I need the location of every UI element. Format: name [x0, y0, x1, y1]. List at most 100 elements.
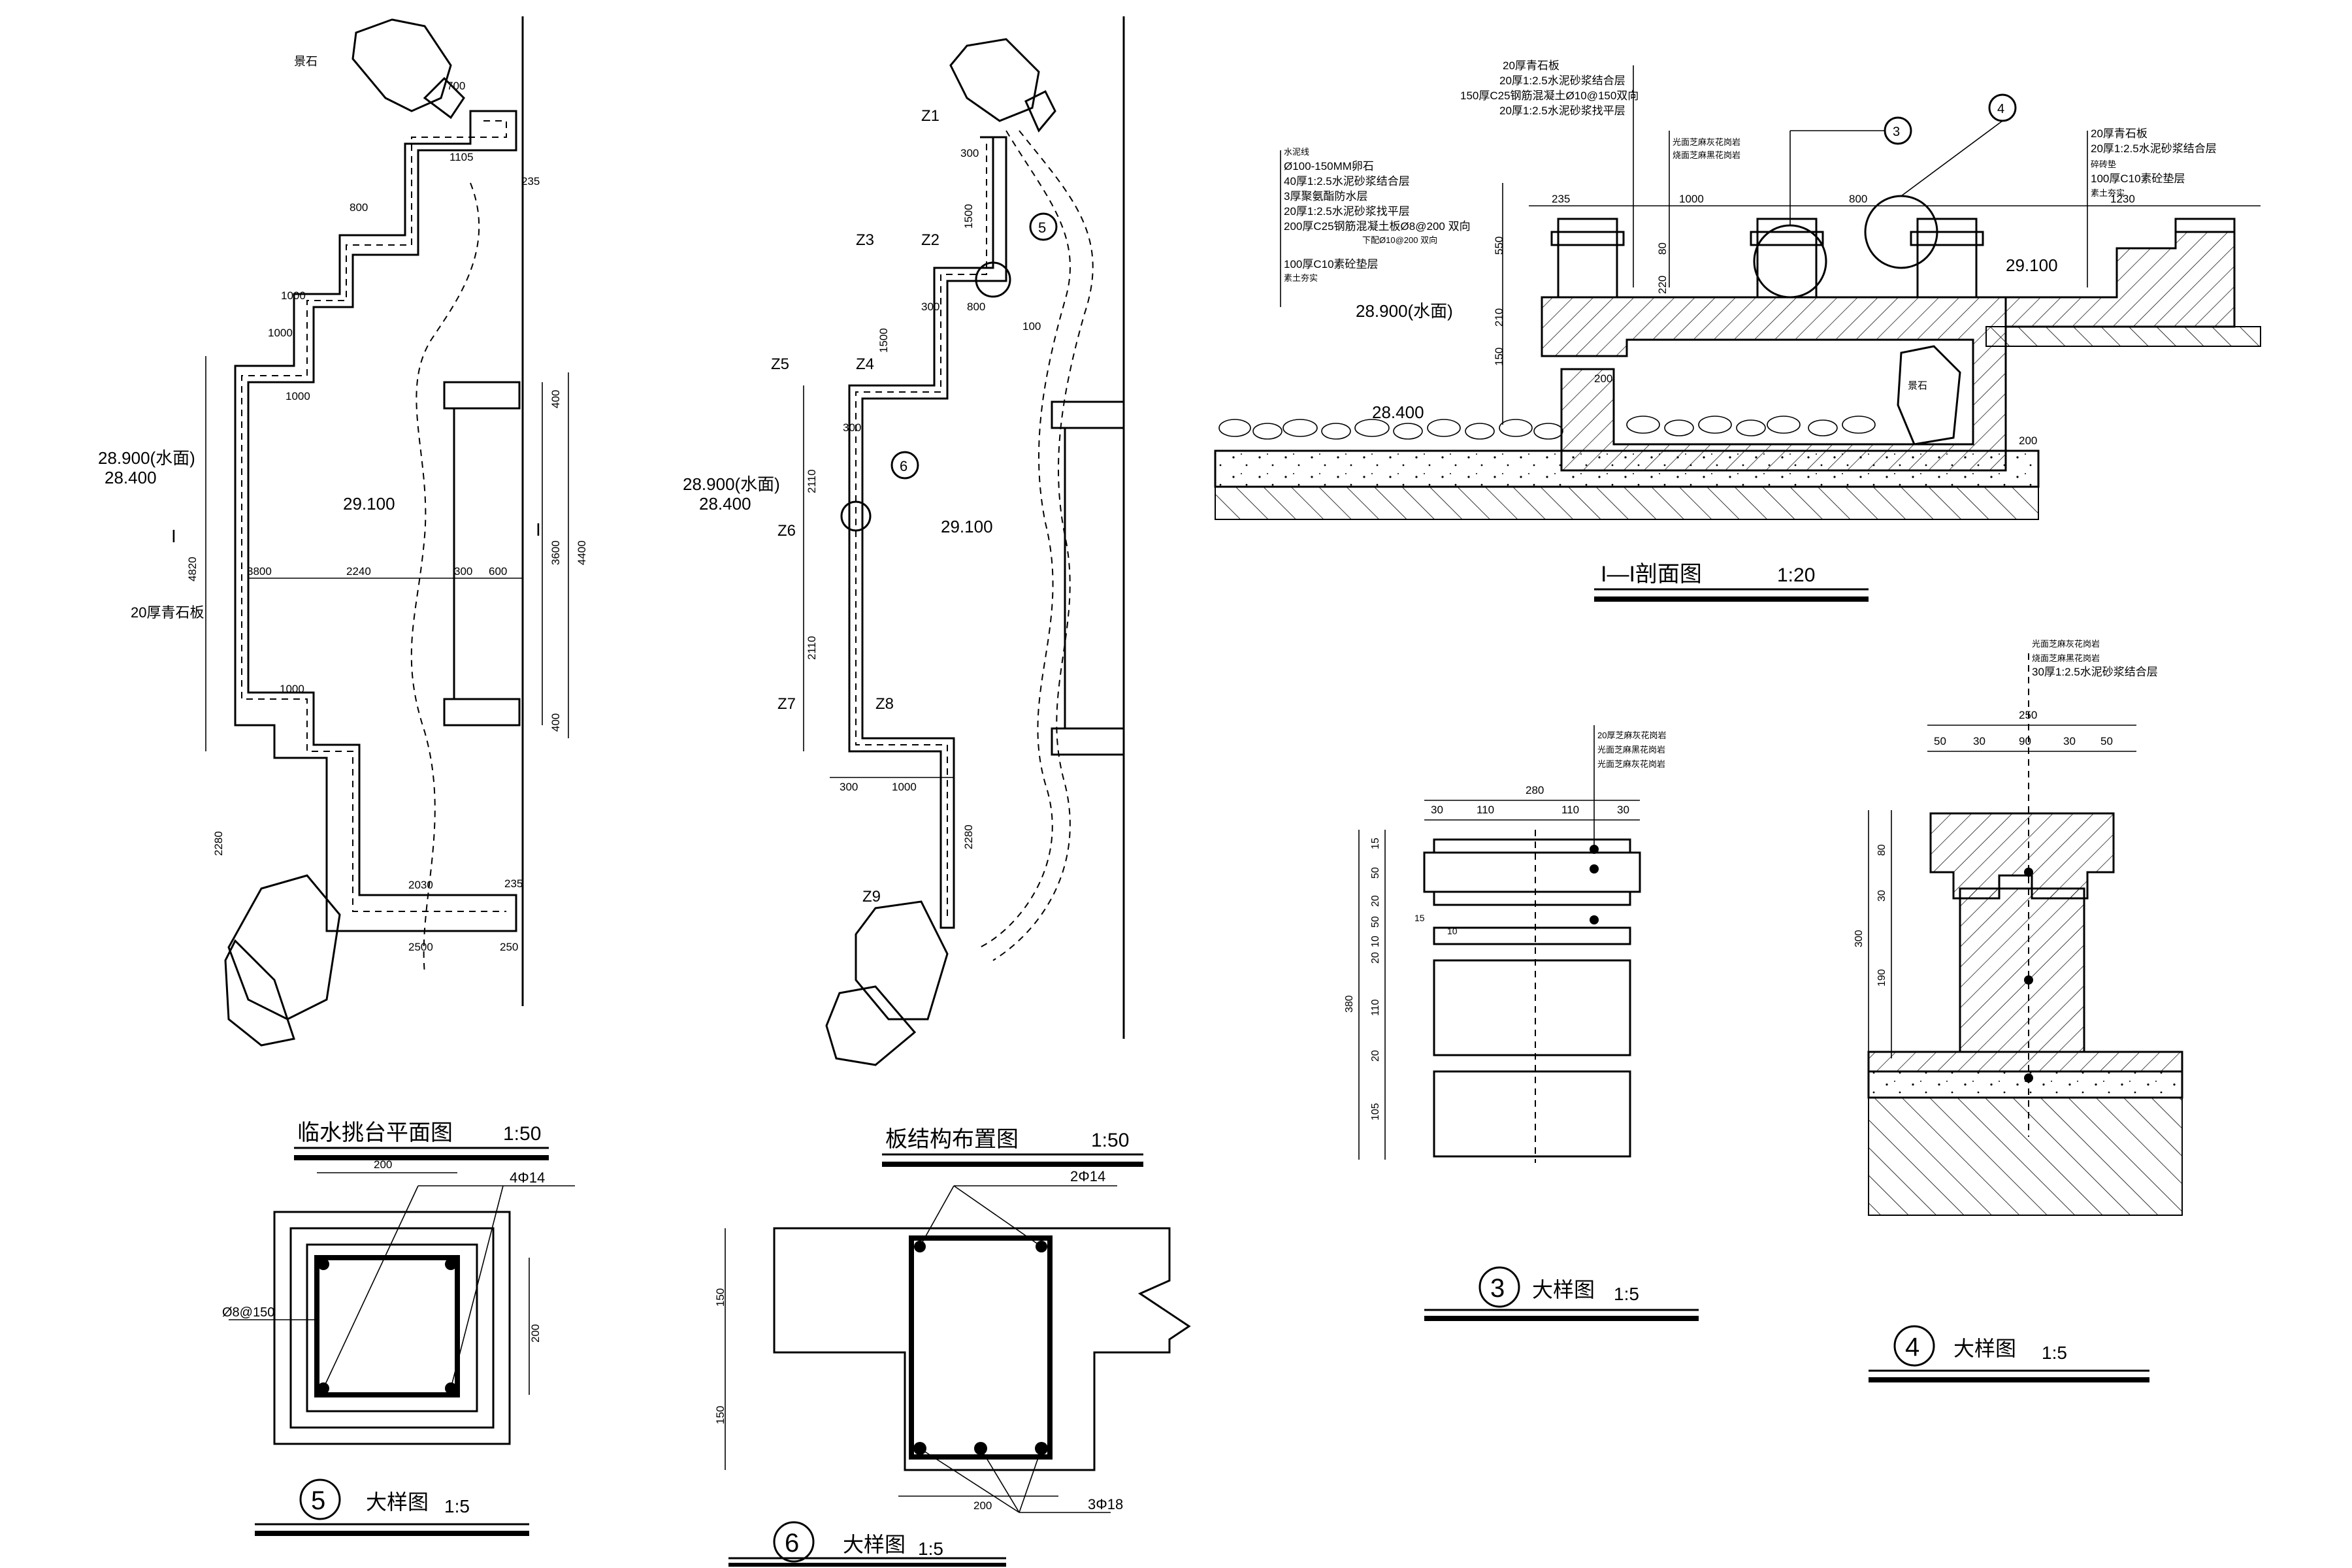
detail3-scale: 1:5: [1614, 1284, 1639, 1304]
note-text: 素土夯实: [2091, 188, 2125, 198]
plan-deck-dashed: [241, 120, 507, 912]
detail4-dot: [2024, 1073, 2033, 1083]
section-dim-top: 1000: [1679, 193, 1704, 205]
detail-6: 200 150 150 2Φ14 3Φ18 6 大样图 1:5: [714, 1168, 1191, 1567]
detail-4: 光面芝麻灰花岗岩 烧面芝麻黑花岗岩 30厚1:2.5水泥砂浆结合层 250 50…: [1854, 639, 2183, 1382]
detail3-top: [1433, 838, 1631, 854]
detail6-leader-top: [919, 1185, 955, 1247]
detail5-leader: [323, 1185, 419, 1389]
note-text: 20厚芝麻灰花岗岩: [1597, 730, 1666, 740]
detail6-dim-h2: 150: [714, 1406, 727, 1424]
detail5-scale: 1:5: [444, 1496, 470, 1516]
note-text: 20厚1:2.5水泥砂浆结合层: [1499, 74, 1625, 87]
detail6-rebar-bot: 3Φ18: [1088, 1496, 1123, 1512]
section-dim-side: 200: [1594, 372, 1612, 385]
detail3-band: [1433, 890, 1631, 906]
slab-title: 板结构布置图: [885, 1127, 1019, 1152]
section-stone-icon: [1897, 345, 1961, 446]
section-level-water: 28.900(水面): [1356, 301, 1453, 321]
plan-deck-outline: [234, 110, 517, 932]
detail4-dim-top: 30: [1973, 735, 1985, 747]
slab-label-z6: Z6: [777, 522, 796, 540]
detail4-column: [1959, 887, 2085, 1053]
detail5-number: 5: [311, 1486, 325, 1515]
section-slab-structure: [1541, 296, 2007, 472]
slab-level-water: 28.900(水面): [683, 474, 780, 494]
detail4-dim-top: 90: [2019, 735, 2031, 747]
detail4-number: 4: [1905, 1333, 1919, 1362]
detail5-number-circle: [299, 1478, 341, 1520]
plan-view: 景石 700 1105 235 800 1000 1000 1000 4820 …: [98, 16, 588, 1160]
detail5-dim-h: 200: [529, 1324, 542, 1343]
detail3-dim-side: 20: [1370, 895, 1381, 907]
note-text: 100厚C10素砼垫层: [1284, 258, 1379, 270]
section-ground-left: [1215, 486, 2039, 520]
slab-label-z7: Z7: [777, 695, 796, 713]
detail3-dim-small: 15: [1414, 913, 1425, 923]
detail6-leader-bot-3: [1019, 1448, 1042, 1513]
detail5-outer: [273, 1211, 511, 1445]
detail4-dim-side: 300: [1854, 930, 1865, 947]
section-dim-side: 210: [1493, 308, 1505, 327]
note-text: 20厚青石板: [1503, 59, 1560, 72]
plan-dim: 2240: [346, 565, 371, 578]
section-dim-top: 800: [1849, 193, 1867, 205]
detail3-dim-side: 15: [1370, 838, 1381, 849]
plan-dim: 800: [350, 201, 368, 214]
detail3-number: 3: [1490, 1274, 1505, 1303]
slab-step-bottom: [1051, 727, 1125, 756]
detail3-dim-side: 20: [1370, 952, 1381, 964]
section-dim-side: 550: [1493, 237, 1505, 255]
note-text: 40厚1:2.5水泥砂浆结合层: [1284, 175, 1410, 188]
section-dim-side: 80: [1656, 242, 1669, 255]
plan-level-deck: 29.100: [343, 494, 395, 514]
stone-bottom-icon: [224, 874, 341, 1047]
plan-dim: 400: [549, 390, 562, 408]
section-dim-top: 1230: [2110, 193, 2135, 205]
note-text: 3厚聚氨酯防水层: [1284, 190, 1367, 203]
detail3-dim-small: 10: [1447, 926, 1458, 936]
detail6-leader-bot-2: [980, 1448, 1020, 1513]
detail-3: 20厚芝麻灰花岗岩 光面芝麻黑花岗岩 光面芝麻灰花岗岩 280 30 110 1…: [1344, 725, 1699, 1321]
note-text: 光面芝麻黑花岗岩: [1597, 745, 1665, 755]
leader-4: [1901, 120, 2003, 197]
pebble-layer: [1218, 416, 1876, 440]
section-view: 3 4 235 1000 800 1230 550 210 150 80 220…: [1214, 59, 2261, 602]
slab-dim: 300: [843, 421, 861, 434]
detail3-dot: [1590, 864, 1599, 874]
slab-label-z5: Z5: [771, 355, 789, 373]
detail4-ground: [1868, 1097, 2183, 1216]
stone-top-icon: [351, 18, 465, 120]
section-scale: 1:20: [1777, 564, 1815, 586]
slab-label-z1: Z1: [921, 107, 939, 125]
note-text: 水泥线: [1284, 147, 1309, 157]
note-text: 光面芝麻灰花岗岩: [1673, 137, 1740, 147]
plan-title: 临水挑台平面图: [297, 1120, 453, 1145]
detail4-number-circle: [1893, 1325, 1935, 1367]
slab-label-z4: Z4: [856, 355, 874, 373]
plan-level-low: 28.400: [105, 468, 157, 487]
note-text: 20厚1:2.5水泥砂浆找平层: [1499, 105, 1625, 117]
detail3-dim-side: 50: [1370, 867, 1381, 879]
detail-ref-6: [890, 451, 919, 480]
detail6-dim-w: 200: [973, 1499, 992, 1512]
plan-dim: 600: [489, 565, 507, 578]
detail5-mid: [289, 1227, 495, 1429]
detail3-band2: [1433, 926, 1631, 945]
section-deck-right: [2004, 231, 2236, 328]
slab-level-low: 28.400: [699, 494, 751, 514]
detail6-beam-outline: [773, 1227, 1191, 1471]
detail4-base-layer: [1867, 1051, 2183, 1073]
note-text: 150厚C25钢筋混凝土Ø10@150双向: [1460, 90, 1639, 102]
plan-dim: 300: [454, 565, 472, 578]
detail4-dim-side: 190: [1876, 969, 1887, 987]
slab-dim: 300: [840, 781, 858, 793]
plan-slab-label: 20厚青石板: [131, 604, 204, 621]
slab-dim: 100: [1022, 320, 1041, 333]
detail5-title: 大样图: [366, 1490, 429, 1514]
note-text: 光面芝麻灰花岗岩: [2032, 639, 2100, 649]
note-text: 光面芝麻灰花岗岩: [1597, 759, 1665, 769]
section-stone-label: 景石: [1908, 380, 1927, 391]
section-dim-side: 220: [1656, 276, 1669, 294]
plan-dim: 400: [549, 713, 562, 732]
